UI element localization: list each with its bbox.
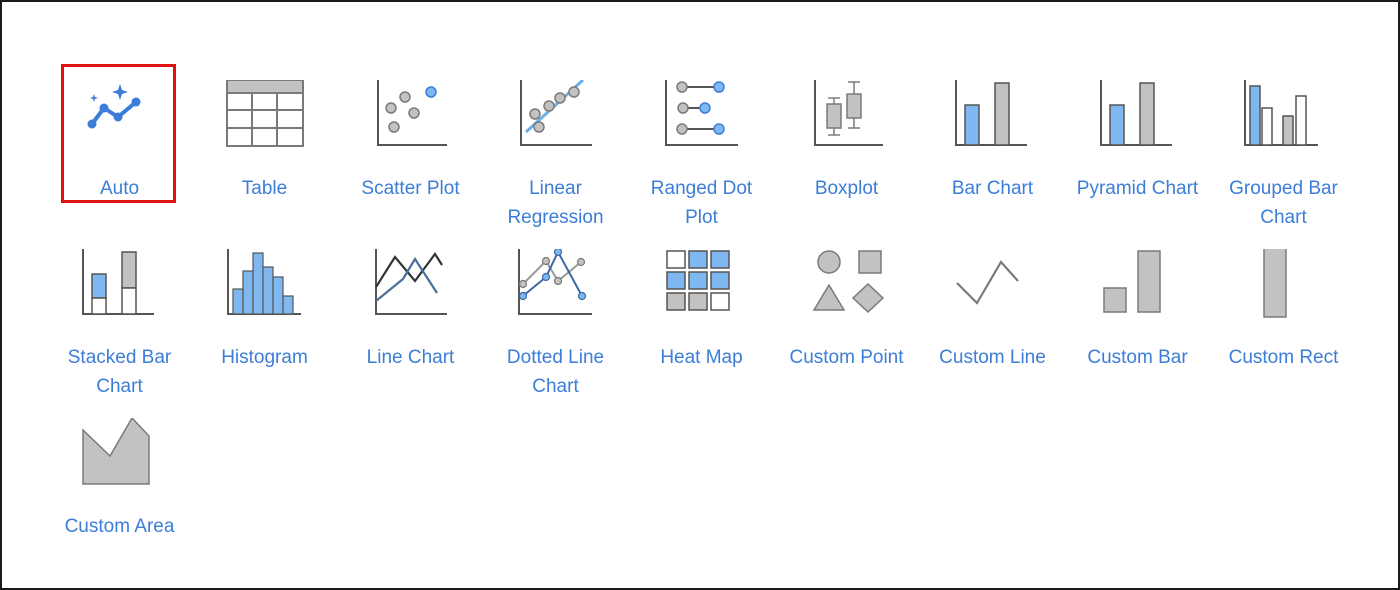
custom-rect-icon bbox=[1244, 249, 1324, 329]
chart-option-label: Ranged Dot Plot bbox=[650, 178, 753, 228]
chart-option-scatter-plot[interactable]: Scatter Plot bbox=[338, 80, 483, 240]
bar-chart-icon bbox=[953, 80, 1033, 160]
custom-area-icon bbox=[80, 418, 160, 498]
dotted-line-chart-icon bbox=[516, 249, 596, 329]
custom-point-icon bbox=[807, 249, 887, 329]
chart-option-label: Scatter Plot bbox=[361, 178, 460, 199]
chart-option-label: Heat Map bbox=[660, 347, 743, 368]
chart-option-label: Custom Line bbox=[939, 347, 1046, 368]
chart-option-label: Custom Rect bbox=[1228, 347, 1339, 368]
ranged-dot-plot-icon bbox=[662, 80, 742, 160]
grouped-bar-chart-icon bbox=[1243, 80, 1324, 160]
histogram-icon bbox=[225, 249, 305, 329]
chart-option-custom-rect[interactable]: Custom Rect bbox=[1211, 249, 1356, 409]
chart-option-label: Custom Bar bbox=[1087, 347, 1188, 368]
chart-option-bar-chart[interactable]: Bar Chart bbox=[920, 80, 1065, 240]
chart-option-custom-bar[interactable]: Custom Bar bbox=[1065, 249, 1210, 409]
chart-option-label: Grouped Bar Chart bbox=[1229, 178, 1338, 228]
chart-option-label: Custom Area bbox=[64, 516, 175, 537]
chart-option-label: Table bbox=[241, 178, 288, 199]
pyramid-chart-icon bbox=[1098, 80, 1178, 160]
stacked-bar-chart-icon bbox=[80, 249, 160, 329]
chart-option-stacked-bar-chart[interactable]: Stacked Bar Chart bbox=[47, 249, 192, 409]
scatter-plot-icon bbox=[371, 80, 451, 160]
boxplot-icon bbox=[807, 80, 887, 160]
chart-option-label: Custom Point bbox=[789, 347, 904, 368]
chart-option-label: Linear Regression bbox=[507, 178, 604, 228]
chart-option-linear-regression[interactable]: Linear Regression bbox=[483, 80, 628, 240]
heat-map-icon bbox=[662, 249, 742, 329]
chart-option-ranged-dot-plot[interactable]: Ranged Dot Plot bbox=[629, 80, 774, 240]
chart-option-label: Pyramid Chart bbox=[1076, 178, 1199, 199]
chart-option-label: Stacked Bar Chart bbox=[67, 347, 172, 397]
chart-option-label: Dotted Line Chart bbox=[506, 347, 605, 397]
custom-bar-icon bbox=[1098, 249, 1178, 329]
chart-option-custom-area[interactable]: Custom Area bbox=[47, 418, 192, 578]
chart-option-custom-line[interactable]: Custom Line bbox=[920, 249, 1065, 409]
chart-option-custom-point[interactable]: Custom Point bbox=[774, 249, 919, 409]
chart-option-table[interactable]: Table bbox=[192, 80, 337, 240]
chart-option-label: Histogram bbox=[221, 347, 308, 368]
line-chart-icon bbox=[371, 249, 451, 329]
chart-option-pyramid-chart[interactable]: Pyramid Chart bbox=[1065, 80, 1210, 240]
sparkle-line-icon bbox=[80, 80, 160, 160]
chart-option-label: Bar Chart bbox=[951, 178, 1034, 199]
chart-option-grouped-bar-chart[interactable]: Grouped Bar Chart bbox=[1211, 80, 1356, 240]
custom-line-icon bbox=[953, 249, 1033, 329]
chart-option-dotted-line-chart[interactable]: Dotted Line Chart bbox=[483, 249, 628, 409]
chart-option-label: Boxplot bbox=[814, 178, 879, 199]
table-icon bbox=[225, 80, 305, 160]
chart-option-label: Line Chart bbox=[366, 347, 455, 368]
chart-option-line-chart[interactable]: Line Chart bbox=[338, 249, 483, 409]
linear-regression-icon bbox=[516, 80, 596, 160]
chart-option-auto[interactable]: Auto bbox=[47, 80, 192, 240]
chart-option-histogram[interactable]: Histogram bbox=[192, 249, 337, 409]
chart-option-heat-map[interactable]: Heat Map bbox=[629, 249, 774, 409]
chart-option-boxplot[interactable]: Boxplot bbox=[774, 80, 919, 240]
chart-option-label: Auto bbox=[99, 178, 140, 199]
